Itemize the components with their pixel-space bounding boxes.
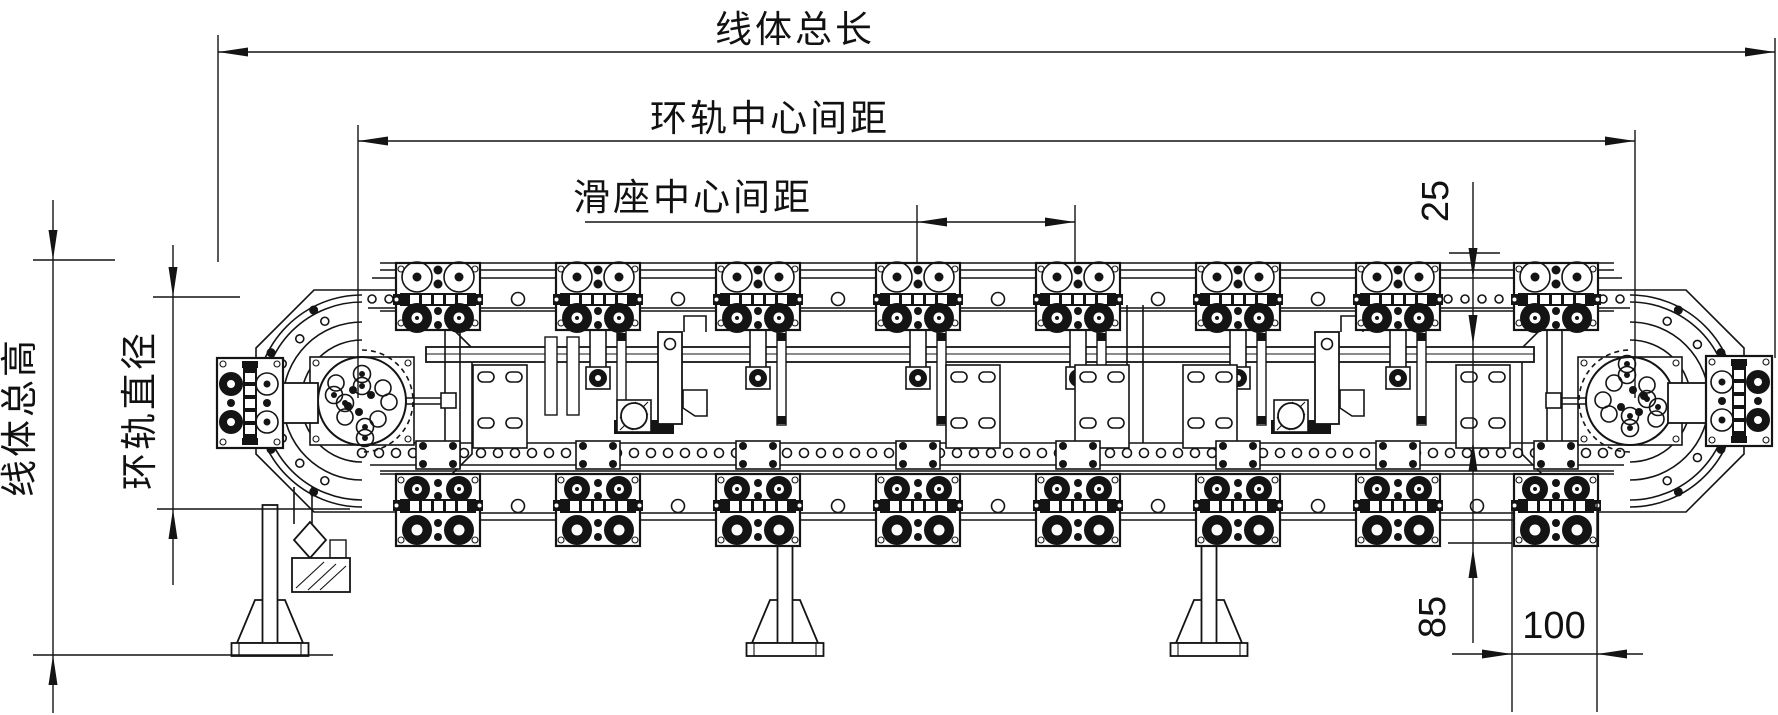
label-ring-center-distance: 环轨中心间距	[650, 98, 890, 139]
floor-leg	[230, 504, 310, 657]
bottom-slider-plate	[711, 472, 805, 548]
left-index-disk	[309, 349, 415, 453]
strip-connector-block	[415, 440, 461, 470]
arrow-up-icon	[168, 509, 178, 539]
bottom-slider-plate	[871, 472, 965, 548]
bottom-slider-plate	[1191, 472, 1285, 548]
dim-85: 85	[1412, 548, 1478, 638]
floor-leg	[1169, 545, 1249, 657]
label-slider-center-distance: 滑座中心间距	[573, 177, 813, 218]
label-total-length: 线体总长	[715, 9, 875, 50]
drive-carriage	[613, 315, 708, 435]
bottom-slider-plate	[1509, 472, 1603, 548]
top-slider-plate	[1191, 260, 1285, 335]
arrow-down-icon	[48, 230, 58, 260]
dim-total-height: 线体总高	[0, 200, 333, 713]
hanger-bracket	[905, 329, 947, 426]
slot-bracket	[472, 364, 528, 449]
label-total-height: 线体总高	[0, 337, 40, 497]
slot-bracket	[945, 364, 1001, 449]
strip-connector-block	[1375, 440, 1421, 470]
dim-ring-center-distance: 环轨中心间距	[357, 98, 1636, 398]
arrow-down-icon	[1468, 315, 1478, 345]
hanger-bracket	[1385, 329, 1427, 426]
hanger-bracket	[745, 329, 787, 426]
arrow-up-icon	[1468, 548, 1478, 578]
label-dim-100: 100	[1522, 605, 1585, 647]
bottom-slider-plate	[551, 472, 645, 548]
arrow-right-icon	[1745, 47, 1775, 57]
arrow-right-icon	[1482, 649, 1512, 659]
arrow-down-icon	[168, 267, 178, 297]
label-dim-25: 25	[1415, 180, 1457, 222]
right-end-slider-plate	[1704, 354, 1774, 448]
dim-ring-diameter: 环轨直径	[119, 245, 350, 585]
top-slider-plate	[1031, 260, 1125, 335]
top-slider-plate	[1351, 260, 1445, 335]
top-slider-plate	[551, 260, 645, 335]
strip-connector-block	[1533, 440, 1579, 470]
label-ring-diameter: 环轨直径	[119, 330, 160, 490]
strip-connector-block	[895, 440, 941, 470]
strip-connector-block	[735, 440, 781, 470]
arrow-down-icon	[1468, 248, 1478, 278]
slot-bracket	[1074, 364, 1130, 449]
arrow-left-icon	[358, 136, 388, 146]
drive-carriage	[1270, 315, 1365, 435]
strip-connector-block	[1055, 440, 1101, 470]
dim-100: 100	[1452, 500, 1643, 712]
label-dim-85: 85	[1412, 596, 1454, 638]
dim-slider-center-distance: 滑座中心间距	[573, 177, 1076, 264]
strip-connector-block	[575, 440, 621, 470]
top-slider-plate	[871, 260, 965, 335]
drive-motor	[291, 487, 351, 593]
ring-track-machine	[215, 260, 1774, 657]
slot-bracket	[1455, 364, 1511, 449]
dim-total-length: 线体总长	[217, 9, 1776, 358]
arrow-left-icon	[1597, 649, 1627, 659]
arrow-right-icon	[1045, 217, 1075, 227]
arrow-right-icon	[1605, 136, 1635, 146]
top-slider-plate	[1509, 260, 1603, 335]
top-slider-plate	[711, 260, 805, 335]
right-end-connector	[1667, 382, 1708, 424]
arrow-left-icon	[917, 217, 947, 227]
bottom-slider-plate	[1031, 472, 1125, 548]
slot-bracket	[1182, 364, 1238, 449]
arrow-left-icon	[218, 47, 248, 57]
arrow-up-icon	[48, 655, 58, 685]
bottom-slider-plate	[391, 472, 485, 548]
bottom-slider-plate	[1351, 472, 1445, 548]
dimension-annotations: 线体总长 环轨中心间距 滑座中心间距 线体总高 环轨直径	[0, 9, 1776, 713]
right-index-disk	[1577, 349, 1683, 453]
strip-connector-block	[1215, 440, 1261, 470]
left-end-connector	[282, 382, 319, 424]
floor-leg	[745, 545, 825, 657]
left-end-slider-plate	[215, 356, 285, 450]
top-slider-plate	[391, 260, 485, 335]
arrow-up-icon	[1468, 441, 1478, 471]
